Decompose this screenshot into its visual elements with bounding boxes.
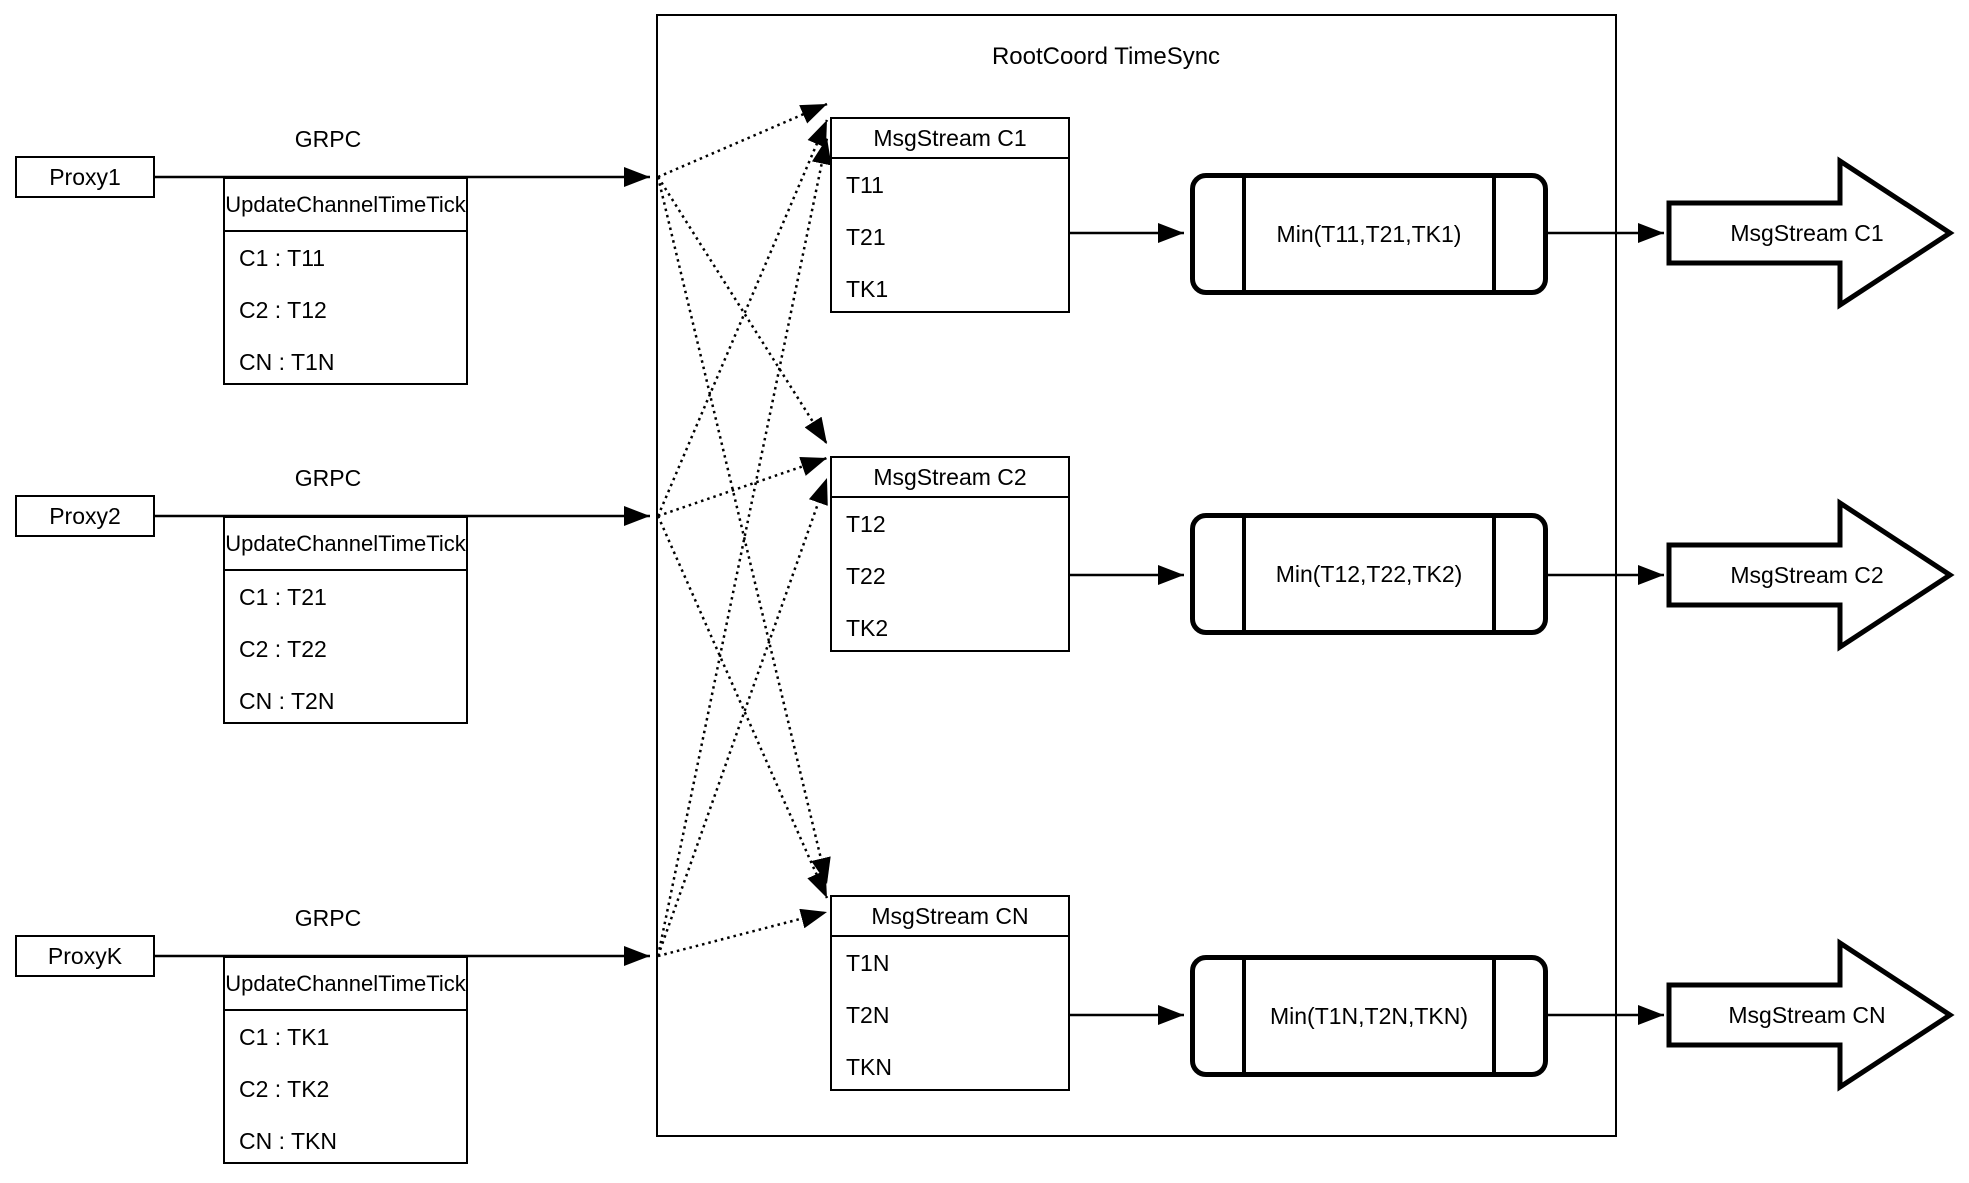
update-table-row: C1 : T21	[239, 583, 327, 610]
dotted-link-p1-c2	[656, 176, 829, 445]
update-table-header: UpdateChannelTimeTick	[225, 958, 466, 1011]
capsule-divider-left	[1242, 178, 1246, 290]
update-table-row: CN : T2N	[239, 687, 335, 714]
msgstream-table-row: T1N	[846, 949, 890, 976]
update-table-row: C2 : TK2	[239, 1075, 330, 1102]
update-table-row: CN : T1N	[239, 348, 335, 375]
msgstream-table-header: MsgStream C1	[832, 119, 1068, 159]
dotted-link-pk-c2	[656, 477, 829, 957]
dotted-link-p2-cn	[656, 515, 829, 899]
out-arrow-label-c2: MsgStream C2	[1730, 562, 1884, 588]
msgstream-table-cn: MsgStream CN T1N T2N TKN	[830, 895, 1070, 1091]
capsule-divider-right	[1492, 178, 1496, 290]
update-table-header: UpdateChannelTimeTick	[225, 518, 466, 571]
msgstream-table-row: T2N	[846, 1001, 890, 1028]
update-timetick-table-1: UpdateChannelTimeTick C1 : T11 C2 : T12 …	[223, 177, 468, 385]
dotted-link-pk-cn	[657, 908, 828, 958]
update-table-row: C1 : T11	[239, 244, 326, 271]
capsule-divider-right	[1492, 960, 1496, 1072]
proxy-label: Proxy2	[49, 502, 121, 529]
proxy-box-2: Proxy2	[15, 495, 155, 537]
msgstream-table-row: T21	[846, 223, 886, 250]
dotted-links	[656, 102, 832, 958]
update-table-row: CN : TKN	[239, 1127, 337, 1154]
msgstream-table-header: MsgStream C2	[832, 458, 1068, 498]
capsule-divider-left	[1242, 518, 1246, 630]
grpc-label-1: GRPC	[294, 126, 362, 152]
msgstream-table-row: TK2	[846, 614, 889, 641]
msgstream-table-row: T11	[846, 171, 884, 198]
min-capsule-cn: Min(T1N,T2N,TKN)	[1190, 955, 1548, 1077]
update-table-header: UpdateChannelTimeTick	[225, 179, 466, 232]
grpc-label-2: GRPC	[294, 465, 362, 491]
dotted-link-pk-c1	[656, 137, 832, 957]
min-label: Min(T1N,T2N,TKN)	[1269, 1002, 1469, 1029]
rootcoord-title: RootCoord TimeSync	[991, 43, 1221, 70]
proxy-label: Proxy1	[49, 163, 121, 190]
msgstream-table-row: TK1	[846, 275, 889, 302]
min-capsule-c2: Min(T12,T22,TK2)	[1190, 513, 1548, 635]
dotted-link-p1-cn	[656, 176, 831, 885]
min-label: Min(T11,T21,TK1)	[1276, 220, 1462, 247]
update-timetick-table-3: UpdateChannelTimeTick C1 : TK1 C2 : TK2 …	[223, 956, 468, 1164]
min-capsule-c1: Min(T11,T21,TK1)	[1190, 173, 1548, 295]
out-arrow-shape-c2	[1666, 498, 1955, 652]
capsule-divider-right	[1492, 518, 1496, 630]
msgstream-table-row: TKN	[846, 1053, 892, 1080]
msgstream-table-c1: MsgStream C1 T11 T21 TK1	[830, 117, 1070, 313]
proxy-label: ProxyK	[47, 942, 123, 969]
min-label: Min(T12,T22,TK2)	[1275, 560, 1463, 587]
out-arrow-shape-cn	[1666, 938, 1955, 1092]
dotted-link-p1-c1	[657, 102, 828, 179]
grpc-label-3: GRPC	[294, 905, 362, 931]
dotted-link-p2-c1	[656, 119, 829, 517]
capsule-divider-left	[1242, 960, 1246, 1072]
msgstream-table-row: T12	[846, 510, 886, 537]
out-arrow-shape-c1	[1666, 156, 1955, 310]
update-timetick-table-2: UpdateChannelTimeTick C1 : T21 C2 : T22 …	[223, 516, 468, 724]
update-table-row: C2 : T22	[239, 635, 327, 662]
msgstream-table-c2: MsgStream C2 T12 T22 TK2	[830, 456, 1070, 652]
out-arrow-label-cn: MsgStream CN	[1728, 1002, 1886, 1028]
out-arrow-label-c1: MsgStream C1	[1730, 220, 1884, 246]
msgstream-table-header: MsgStream CN	[832, 897, 1068, 937]
dotted-link-p2-c2	[657, 456, 828, 518]
proxy-box-1: Proxy1	[15, 156, 155, 198]
update-table-row: C1 : TK1	[239, 1023, 330, 1050]
update-table-row: C2 : T12	[239, 296, 327, 323]
proxy-box-k: ProxyK	[15, 935, 155, 977]
msgstream-table-row: T22	[846, 562, 886, 589]
